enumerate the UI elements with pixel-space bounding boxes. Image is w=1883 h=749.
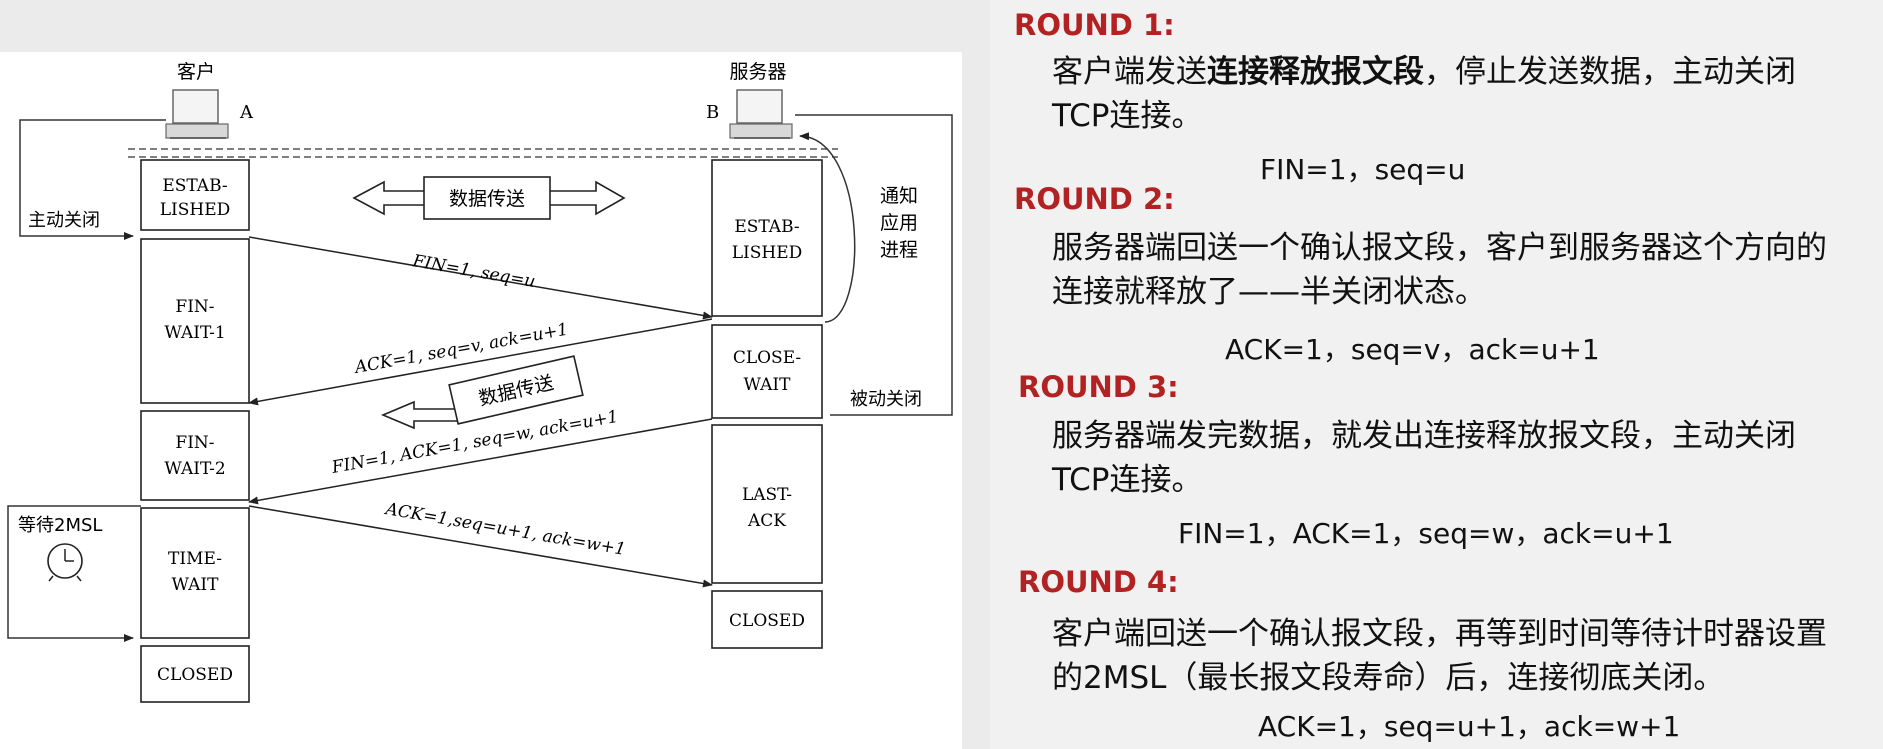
round-1-title: ROUND 1: [1014,8,1175,42]
host-b-label: B [706,102,719,123]
state-label-line: CLOSE- [733,348,801,368]
notify-app-line-3: 进程 [880,239,918,261]
host-a-label: A [239,102,254,123]
half-close-data-transfer-arrow: 数据传送 [380,355,584,430]
round-3-title: ROUND 3: [1018,370,1179,404]
data-transfer-double-arrow: 数据传送 [352,176,626,220]
state-label-line: CLOSED [729,611,805,631]
round-1-desc-pre: 客户端发送 [1052,54,1207,90]
passive-close-bracket [795,114,953,416]
message-arrow-final-ack [248,505,713,588]
state-label-line: ACK [747,511,786,531]
active-close-bracket [19,119,166,240]
state-label-line: WAIT [172,575,220,595]
round-4-description: 客户端回送一个确认报文段，再等到时间等待计时器设置的2MSL（最长报文段寿命）后… [1052,616,1827,696]
client-state-time-wait: TIME- WAIT [140,507,250,639]
notify-app-curve [799,132,856,323]
tcp-four-way-handshake-diagram: 客户 服务器 A B 主动关闭 被动关闭 通知 应用 进程 ESTAB- LIS… [0,52,962,749]
data-transfer-label: 数据传送 [449,188,525,210]
round-1-desc-bold: 连接释放报文段 [1207,54,1424,90]
wait-2msl-label: 等待2MSL [18,515,102,536]
message-arrow-ack [248,318,713,406]
active-close-label: 主动关闭 [28,210,100,231]
server-state-established: ESTAB- LISHED [711,159,823,317]
wait-2msl-bracket [7,505,141,642]
server-state-close-wait: CLOSE- WAIT [711,324,823,419]
round-2-formula: ACK=1，seq=v，ack=u+1 [1225,333,1600,366]
round-2-description: 服务器端回送一个确认报文段，客户到服务器这个方向的连接就释放了——半关闭状态。 [1052,230,1827,310]
server-computer-icon [729,89,793,139]
client-computer-icon [165,89,229,139]
round-4-formula: ACK=1，seq=u+1，ack=w+1 [1258,710,1681,743]
server-state-closed: CLOSED [711,590,823,649]
round-1-description: 客户端发送连接释放报文段，停止发送数据，主动关闭TCP连接。 [1052,50,1852,138]
state-label-line: FIN- [175,433,214,453]
message-arrow-fin-ack [248,418,713,505]
message-arrow-fin [248,236,713,320]
notify-app-line-1: 通知 [880,185,918,207]
tcp-diagram-panel: 客户 服务器 A B 主动关闭 被动关闭 通知 应用 进程 ESTAB- LIS… [0,52,962,749]
client-label: 客户 [177,61,215,83]
state-label-line: LISHED [732,243,803,263]
round-3-description: 服务器端发完数据，就发出连接释放报文段，主动关闭TCP连接。 [1052,418,1796,498]
round-3-formula: FIN=1，ACK=1，seq=w，ack=u+1 [1178,517,1674,550]
round-2-title: ROUND 2: [1014,182,1175,216]
state-label-line: ESTAB- [734,217,799,237]
round-4-title: ROUND 4: [1018,565,1179,599]
state-label-line: WAIT-1 [164,323,225,343]
server-state-last-ack: LAST- ACK [711,424,823,584]
round-1-formula: FIN=1，seq=u [1260,153,1466,186]
server-label: 服务器 [729,61,786,83]
state-label-line: TIME- [168,549,222,569]
state-label-line: ESTAB- [162,176,227,196]
state-label-line: FIN- [175,297,214,317]
client-state-closed: CLOSED [140,645,250,703]
passive-close-label: 被动关闭 [850,389,922,410]
state-label-line: WAIT [744,375,792,395]
state-label-line: WAIT-2 [164,459,225,479]
rounds-explanation-panel: ROUND 1: 客户端发送连接释放报文段，停止发送数据，主动关闭TCP连接。 … [990,0,1883,749]
state-label-line: LISHED [160,200,231,220]
clock-icon [47,543,83,582]
notify-app-line-2: 应用 [880,212,918,234]
client-state-established: ESTAB- LISHED [140,159,250,231]
round-1-desc-post: ，停止发送数据，主动关闭TCP连接。 [1052,54,1796,134]
client-state-fin-wait-1: FIN- WAIT-1 [140,238,250,404]
state-label-line: LAST- [742,485,792,505]
state-label-line: CLOSED [157,665,233,685]
client-state-fin-wait-2: FIN- WAIT-2 [140,410,250,501]
